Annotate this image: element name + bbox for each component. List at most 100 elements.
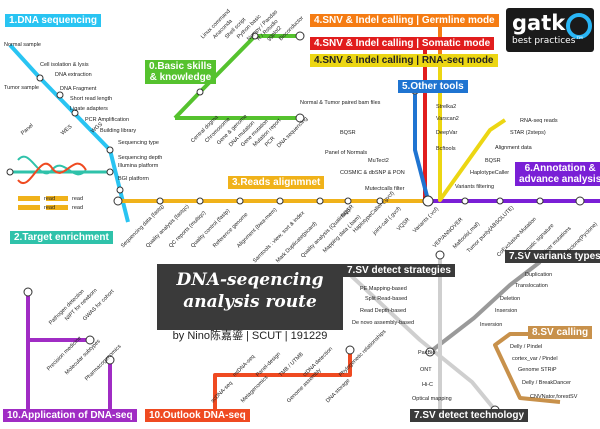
line-label-target: 2.Target enrichment <box>10 231 113 244</box>
station-basic <box>295 113 305 123</box>
line-label-app: 10.Application of DNA-seq <box>3 409 137 422</box>
station-label-somatic: BQSR <box>340 130 356 136</box>
station-label-svcall: CNVNator,forestSV <box>530 394 578 400</box>
line-label-svstrat: 7.SV detect strategies <box>343 264 455 277</box>
station-label-svtypes: Inversion <box>480 322 503 328</box>
line-label-rnaseq: 4.SNV & Indel calling | RNA-seq mode <box>310 54 498 67</box>
station-svtech <box>435 250 445 260</box>
line-label-germline: 4.SNV & Indel calling | Germline mode <box>310 14 499 27</box>
station-label-svtypes: Duplication <box>525 272 553 278</box>
station-align <box>196 197 204 205</box>
station-label-svcall: Delly / Pindel <box>510 344 543 350</box>
station-label-target_legend: read <box>44 205 56 211</box>
station-label-svtypes: Translocation <box>515 283 548 289</box>
station-label-svcall: Genome STRiP <box>518 367 557 373</box>
station-align <box>156 197 164 205</box>
line-label-seq: 1.DNA sequencing <box>5 14 101 27</box>
station-annot <box>536 197 544 205</box>
station-label-seq: Illumina platform <box>118 163 159 169</box>
station-label-rnaseq: Alignment data <box>495 145 532 151</box>
title-block: DNA-seqencing analysis route <box>157 264 343 330</box>
station-label-svtypes: Deletion <box>500 296 521 302</box>
station-annot <box>496 197 504 205</box>
line-other <box>413 90 430 201</box>
line-label-basic: 0.Basic skills & knowledge <box>145 60 216 84</box>
line-label-align: 3.Reads alignmnet <box>228 176 325 189</box>
station-label-somatic: Panel of Normals <box>325 150 368 156</box>
dna-helix-icon <box>17 155 87 184</box>
station-label-seq: Building library <box>100 128 137 134</box>
station-annot <box>461 197 469 205</box>
byline: by Nino陈嘉鎏 | SCUT | 191229 <box>172 330 328 342</box>
station-label-seq: PCR Amplification <box>85 117 130 123</box>
station-label-svstrat: Read Depth-based <box>360 308 407 314</box>
station-seq <box>71 109 79 117</box>
station-label-seq: Normal sample <box>4 42 41 48</box>
station-align <box>276 197 284 205</box>
station-label-rnaseq: STAR (2steps) <box>510 130 546 136</box>
station-label-rnaseq: Variants filtering <box>455 184 495 190</box>
line-svtypes <box>428 260 542 354</box>
station-label-seq: Short read length <box>70 96 113 102</box>
title-line1: DNA-seqencing <box>176 270 324 290</box>
station-label-seq: BGI platform <box>118 176 149 182</box>
station-label-target_legend: read <box>72 205 84 211</box>
station-app <box>23 287 33 297</box>
line-svcall <box>493 332 561 404</box>
station-label-seq: Cell isolation & lysis <box>40 62 89 68</box>
station-label-svstrat: PE Mapping-based <box>360 286 407 292</box>
station-align <box>113 196 123 206</box>
station-label-svtech: Hi-C <box>422 382 433 388</box>
station-align <box>344 197 352 205</box>
station-hub2 <box>425 347 435 357</box>
station-align <box>236 197 244 205</box>
station-label-somatic: COSMIC & dbSNP & PON <box>340 170 405 176</box>
station-label-rnaseq: RNA-seq reads <box>520 118 558 124</box>
station-seq <box>106 146 114 154</box>
station-label-rnaseq: BQSR <box>485 158 501 164</box>
station-align <box>376 197 384 205</box>
station-seq <box>116 186 124 194</box>
station-label-seq: DNA Fragment <box>60 86 97 92</box>
station-target <box>6 168 14 176</box>
station-label-svstrat: De novo assembly-based <box>352 320 415 326</box>
logo-tagline: best practices™ <box>512 36 585 46</box>
station-label-seq: DNA extraction <box>55 72 92 78</box>
station-label-svcall: cortex_var / Pindel <box>512 356 558 362</box>
line-svstrat <box>343 268 497 412</box>
title-line2: analysis route <box>183 292 317 312</box>
station-label-svtech: ONT <box>420 367 432 373</box>
station-label-other: Bcftools <box>436 146 456 152</box>
station-align <box>316 197 324 205</box>
gatk-logo: gatk best practices™ <box>506 8 594 52</box>
station-label-other: DeepVar <box>436 130 458 136</box>
station-basic <box>295 31 305 41</box>
station-hub <box>422 195 434 207</box>
station-label-target_legend: read <box>44 196 56 202</box>
station-label-other: Varscan2 <box>436 116 459 122</box>
station-label-rnaseq: HaplotypeCaller <box>470 170 510 176</box>
station-label-other: Strelka2 <box>436 104 457 110</box>
station-label-svtech: PacBio <box>418 350 436 356</box>
read-legend <box>18 196 68 210</box>
station-basic <box>196 88 204 96</box>
logo-brand: gatk <box>512 11 566 35</box>
line-label-svtech: 7.SV detect technology <box>410 409 529 422</box>
station-label-svtypes: Insersion <box>495 308 518 314</box>
line-label-somatic: 4.SNV & Indel calling | Somatic mode <box>310 37 495 50</box>
line-somatic <box>310 42 427 200</box>
station-app <box>85 335 95 345</box>
line-label-outlook: 10.Outlook DNA-seq <box>145 409 250 422</box>
station-seq <box>36 74 44 82</box>
line-label-other: 5.Other tools <box>398 80 468 93</box>
station-label-svstrat: Split Read-based <box>365 296 408 302</box>
station-annot <box>575 196 585 206</box>
station-app <box>105 355 115 365</box>
station-label-seq: Tumor sample <box>4 85 39 91</box>
line-label-svtypes: 7.SV variants types <box>505 250 600 263</box>
magnifier-icon <box>566 13 592 39</box>
station-basic <box>251 32 259 40</box>
station-label-svtech: Optical mapping <box>412 396 452 402</box>
station-seq <box>56 91 64 99</box>
station-label-svcall: Delly / BreakDancer <box>522 380 571 386</box>
